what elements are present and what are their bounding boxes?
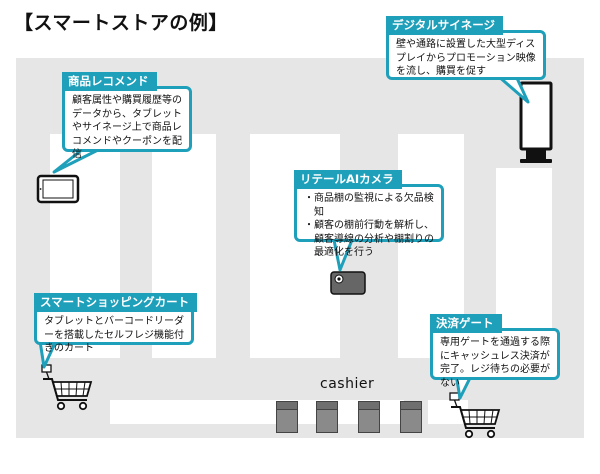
callout-text: 専用ゲートを通過する際にキャッシュレス決済が完了。レジ待ちの必要がない [430, 328, 560, 389]
callout-label: 決済ゲート [430, 314, 502, 333]
callout-text: 顧客属性や購買履歴等のデータから、タブレットやサイネージ上で商品レコメンドやクー… [62, 86, 192, 160]
page-title: 【スマートストアの例】 [14, 12, 228, 34]
cash-register [316, 401, 338, 433]
shelf [496, 168, 552, 358]
cashier-label: cashier [320, 376, 375, 392]
callout-text: 壁や通路に設置した大型ディスプレイからプロモーション映像を流し、購買を促す [386, 30, 546, 80]
tablet-icon [36, 174, 80, 204]
callout-label: 商品レコメンド [62, 72, 157, 91]
ai-camera-icon [330, 271, 366, 295]
checkout-cart-icon [449, 392, 501, 439]
callout-label: スマートショッピングカート [34, 293, 198, 312]
bullet-item: ・顧客の棚前行動を解析し、顧客導線の分析や棚割りの最適化を行う [304, 220, 434, 258]
callout-label: リテールAIカメラ [294, 170, 402, 189]
callout-text: タブレットとバーコードリーダーを搭載したセルフレジ機能付きのカート [34, 307, 194, 354]
cash-register [400, 401, 422, 433]
cash-register [358, 401, 380, 433]
callout-text: ・商品棚の監視による欠品検知・顧客の棚前行動を解析し、顧客導線の分析や棚割りの最… [294, 184, 444, 258]
checkout-counter [110, 400, 404, 424]
smart-cart-icon [41, 364, 93, 411]
cash-register [276, 401, 298, 433]
callout-label: デジタルサイネージ [386, 16, 504, 35]
digital-signage-icon [519, 81, 553, 163]
bullet-item: ・商品棚の監視による欠品検知 [304, 193, 434, 218]
bullet-list: ・商品棚の監視による欠品検知・顧客の棚前行動を解析し、顧客導線の分析や棚割りの最… [304, 192, 434, 260]
